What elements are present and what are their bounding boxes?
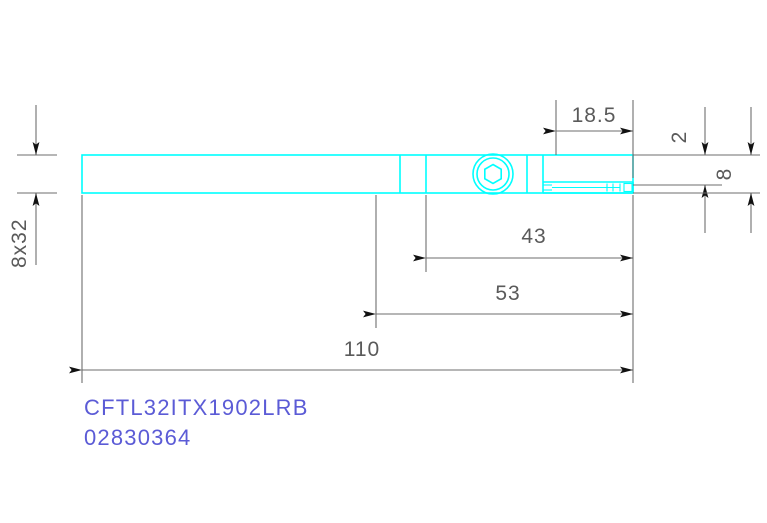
dimension-label-profile-left: 8x32 <box>8 218 31 268</box>
dimension-height-small-group: 2 <box>633 107 722 233</box>
tip-blade-detail <box>543 181 634 194</box>
part-label-block: CFTL32ITX1902LRB 02830364 <box>84 395 309 450</box>
dimension-profile-left-group: 8x32 <box>8 105 57 268</box>
hex-socket-hexagon <box>483 163 503 185</box>
dimension-label-53: 53 <box>495 282 520 305</box>
dimension-tip-length-group: 18.5 <box>543 100 634 178</box>
dimension-height-large-group: 8 <box>633 107 760 233</box>
dimension-110-group: 110 <box>69 195 634 383</box>
drawing-number-label: 02830364 <box>84 425 191 450</box>
dimension-label-43: 43 <box>521 225 546 248</box>
dimension-43-group: 43 <box>413 195 634 272</box>
hex-socket-screw <box>472 153 514 195</box>
hex-socket-inner-circle <box>476 157 510 191</box>
part-number-label: CFTL32ITX1902LRB <box>84 395 309 420</box>
dimension-label-110: 110 <box>344 338 380 361</box>
dimension-53-group: 53 <box>363 195 634 328</box>
dimension-label-height-large: 8 <box>713 168 736 181</box>
extrusion-profile-body <box>81 154 634 194</box>
dimension-label-tip-length: 18.5 <box>572 104 617 127</box>
dimension-label-height-small: 2 <box>668 131 691 144</box>
part-geometry-group <box>81 153 634 195</box>
tip-end-block <box>623 182 633 193</box>
hex-socket-outer-circle <box>472 153 514 195</box>
